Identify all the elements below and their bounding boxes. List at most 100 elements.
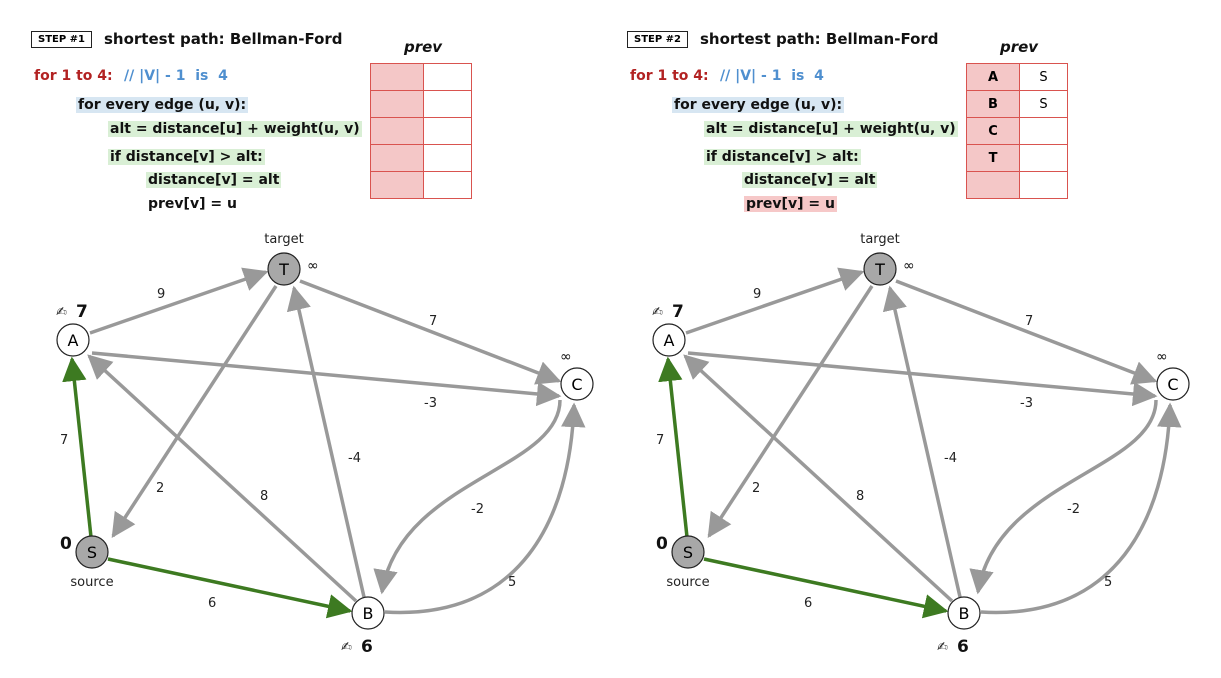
prev-key <box>370 63 424 91</box>
node-T <box>863 252 897 286</box>
node-B <box>947 596 981 630</box>
weight-BT: -4 <box>348 451 361 466</box>
prev-row <box>370 117 472 145</box>
edge-B-C <box>980 402 1182 615</box>
node-C <box>1156 367 1190 401</box>
source-caption: source <box>666 575 709 590</box>
panel-title: shortest path: Bellman-Ford <box>700 30 939 48</box>
prev-value <box>423 117 472 145</box>
prev-key: B <box>966 90 1020 118</box>
panel-title: shortest path: Bellman-Ford <box>104 30 343 48</box>
node-A <box>652 323 686 357</box>
code-comment: // |V| - 1 is 4 <box>720 68 824 84</box>
weight-AC: -3 <box>1020 396 1033 411</box>
weight-AT: 9 <box>753 287 761 302</box>
edge-T-S <box>111 285 278 539</box>
code-line-if: if distance[v] > alt: <box>108 149 265 165</box>
edge-S-B <box>703 557 949 619</box>
weight-BC: 5 <box>508 575 516 590</box>
check-icon: ✍ <box>56 305 67 320</box>
code-line-prev: prev[v] = u <box>744 196 837 212</box>
weight-BA: 8 <box>856 489 864 504</box>
node-S <box>671 535 705 569</box>
edge-S-A <box>62 356 93 538</box>
prev-key <box>370 117 424 145</box>
edge-T-S <box>707 285 874 539</box>
code-loop: for 1 to 4: <box>630 68 709 84</box>
node-A-label: A <box>664 331 675 350</box>
check-icon: ✍ <box>937 640 948 655</box>
edge-B-T <box>286 285 366 598</box>
edge-B-C <box>384 402 586 615</box>
step-panel-1: STEP #1 shortest path: Bellman-Ford prev… <box>0 0 610 678</box>
code-line-for-edge: for every edge (u, v): <box>76 97 249 113</box>
code-line-alt: alt = distance[u] + weight(u, v) <box>108 121 362 137</box>
code-line-distance: distance[v] = alt <box>146 172 282 188</box>
weight-BC: 5 <box>1104 575 1112 590</box>
weight-SB: 6 <box>804 596 812 611</box>
prev-value <box>1019 171 1068 199</box>
target-caption: target <box>264 232 304 247</box>
edge-A-T <box>685 267 865 335</box>
node-C-label: C <box>571 375 582 394</box>
dist-B: 6 <box>957 637 969 657</box>
prev-table <box>370 63 472 199</box>
prev-row <box>370 90 472 118</box>
prev-value <box>1019 117 1068 145</box>
edge-B-A <box>87 354 358 603</box>
check-icon: ✍ <box>341 640 352 655</box>
edge-A-T <box>89 267 269 335</box>
code-line-alt: alt = distance[u] + weight(u, v) <box>704 121 958 137</box>
weight-TC: 7 <box>429 314 437 329</box>
code-loop: for 1 to 4: <box>34 68 113 84</box>
dist-A: 7 <box>76 302 88 322</box>
dist-C: ∞ <box>1156 349 1168 365</box>
node-B-label: B <box>363 604 374 623</box>
weight-TS: 2 <box>752 481 760 496</box>
prev-key <box>966 171 1020 199</box>
edge-B-T <box>882 285 962 598</box>
code-line-for-edge: for every edge (u, v): <box>672 97 845 113</box>
prev-value <box>423 63 472 91</box>
prev-value <box>423 90 472 118</box>
dist-B: 6 <box>361 637 373 657</box>
node-B-label: B <box>959 604 970 623</box>
node-T <box>267 252 301 286</box>
edge-S-A <box>658 356 689 538</box>
edge-A-C <box>687 351 1158 407</box>
prev-header: prev <box>404 38 443 56</box>
node-T-label: T <box>874 260 885 279</box>
graph: 9 7 -3 7 2 8 -4 -2 5 6 T A C S B target … <box>56 232 594 657</box>
node-S <box>75 535 109 569</box>
prev-key <box>370 90 424 118</box>
dist-C: ∞ <box>560 349 572 365</box>
prev-row: T <box>966 144 1068 172</box>
prev-row <box>966 171 1068 199</box>
check-icon: ✍ <box>652 305 663 320</box>
node-S-label: S <box>683 543 693 562</box>
edge-A-C <box>91 351 562 407</box>
prev-key: T <box>966 144 1020 172</box>
weight-SA: 7 <box>656 433 664 448</box>
prev-value <box>423 144 472 172</box>
code-line-distance: distance[v] = alt <box>742 172 878 188</box>
prev-row <box>370 63 472 91</box>
weight-BA: 8 <box>260 489 268 504</box>
prev-header: prev <box>1000 38 1039 56</box>
dist-A: 7 <box>672 302 684 322</box>
node-A-label: A <box>68 331 79 350</box>
weight-AT: 9 <box>157 287 165 302</box>
weight-TC: 7 <box>1025 314 1033 329</box>
weight-TS: 2 <box>156 481 164 496</box>
node-C <box>560 367 594 401</box>
weight-CB: -2 <box>1067 502 1080 517</box>
node-T-label: T <box>278 260 289 279</box>
edge-C-B <box>969 399 1158 595</box>
node-A <box>56 323 90 357</box>
weight-AC: -3 <box>424 396 437 411</box>
prev-key: C <box>966 117 1020 145</box>
weight-SA: 7 <box>60 433 68 448</box>
step-panel-2: STEP #2 shortest path: Bellman-Ford prev… <box>596 0 1206 678</box>
